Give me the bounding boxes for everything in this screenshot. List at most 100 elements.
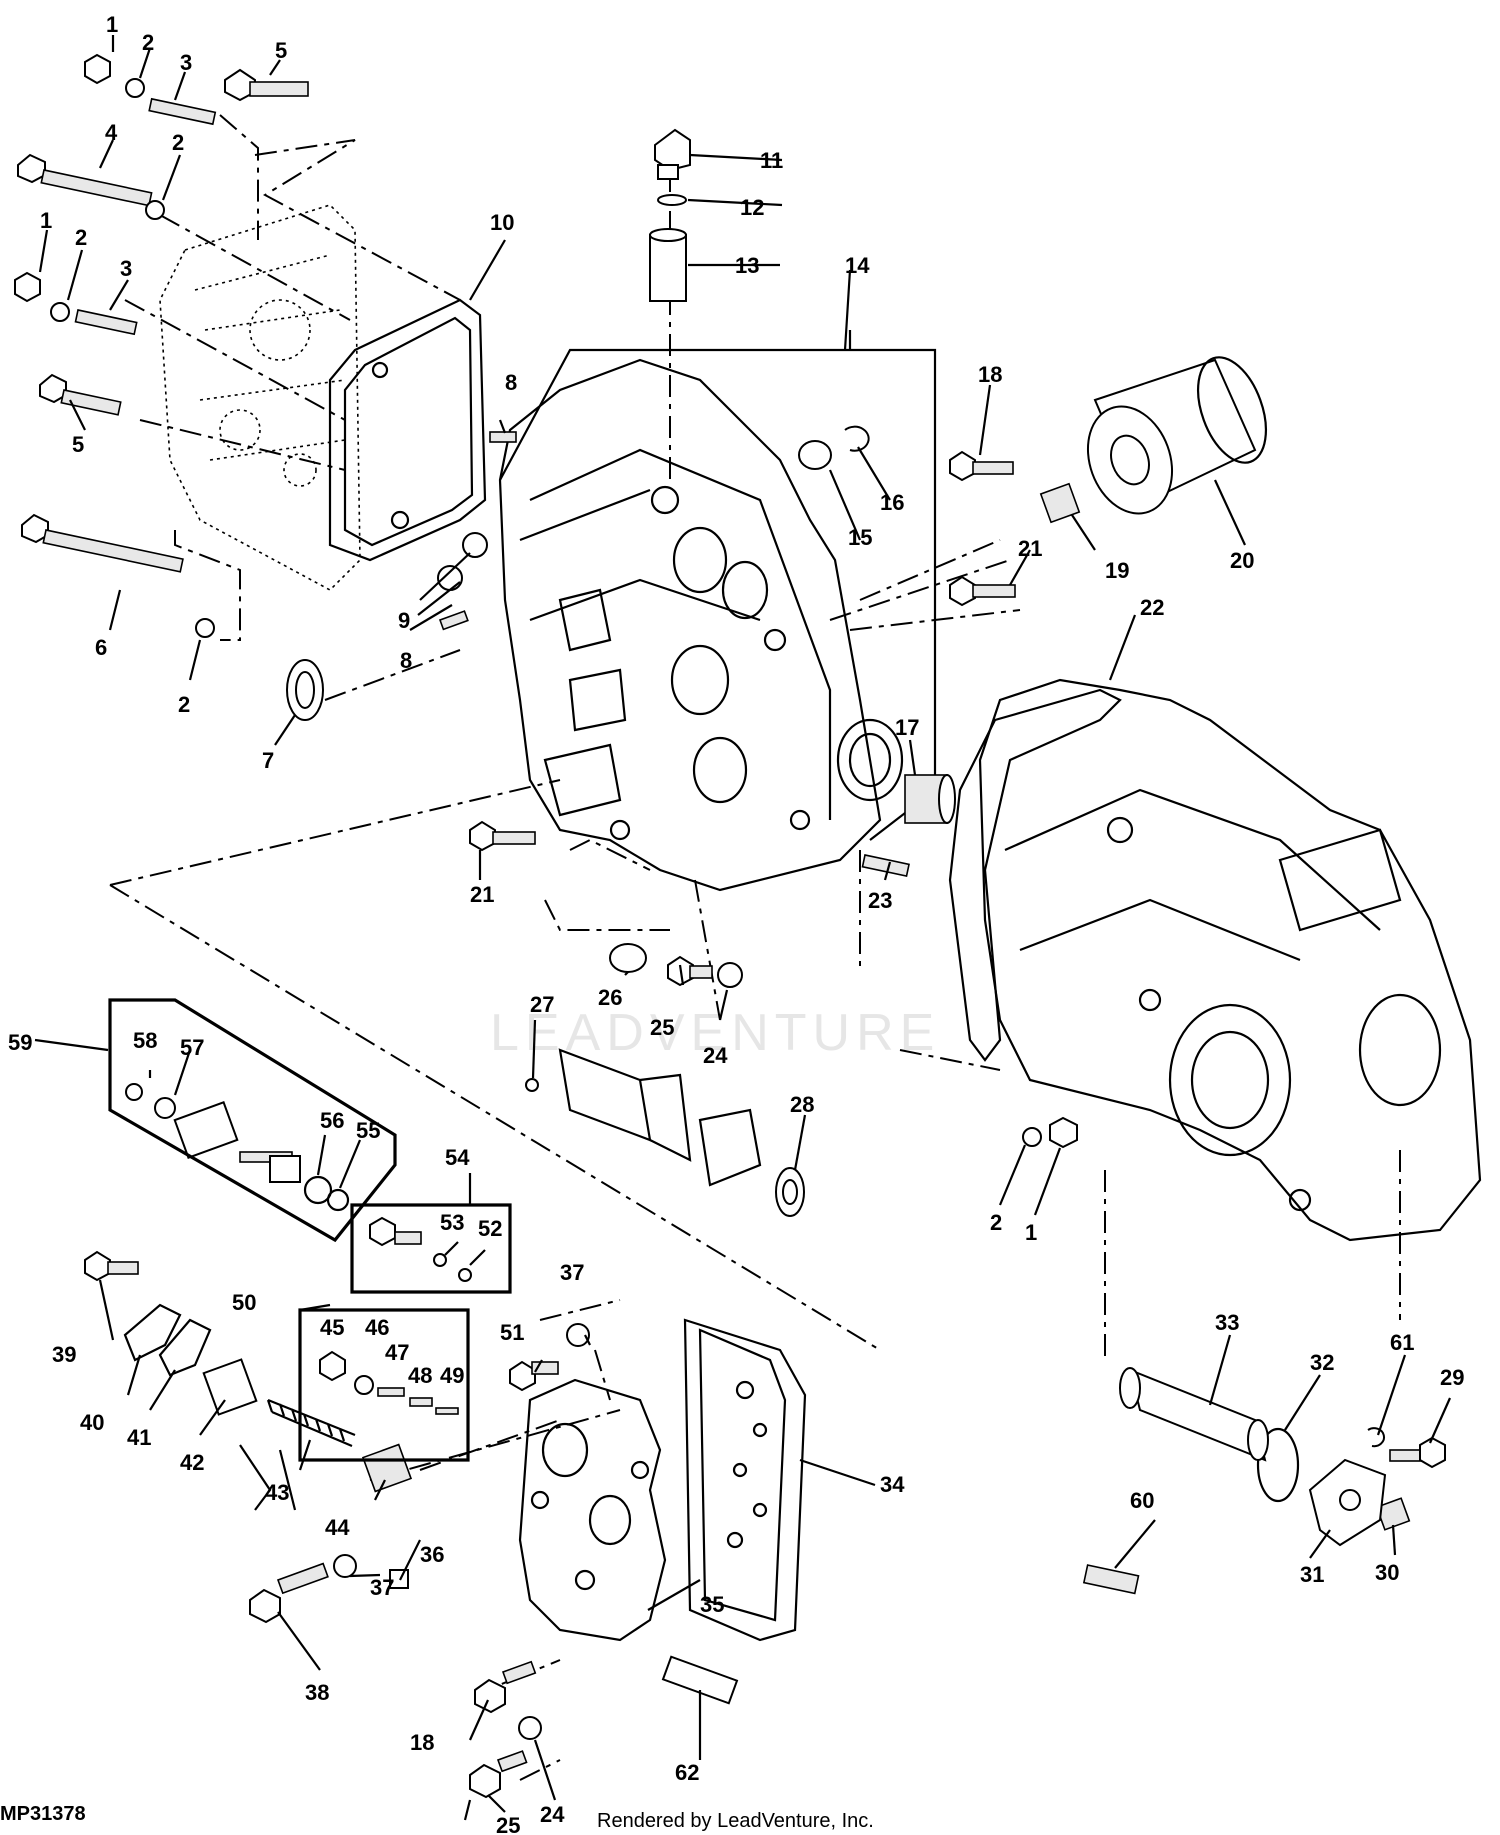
snap-ring-part-3 xyxy=(125,1083,143,1101)
valve-part xyxy=(394,1231,422,1245)
bolt-part-12 xyxy=(469,1750,528,1799)
ball-part xyxy=(433,1253,447,1267)
callout-54-box xyxy=(350,1203,512,1294)
callout-35: 35 xyxy=(700,1592,724,1617)
callout-50-box xyxy=(298,1308,470,1462)
dowel-pin-part-2 xyxy=(438,610,469,631)
oil-seal-part-2 xyxy=(775,1167,805,1217)
callout-51: 51 xyxy=(500,1320,524,1345)
rear-transmission-case-part xyxy=(978,678,1482,1242)
filter-nipple-part xyxy=(1039,482,1081,524)
plug-part-2 xyxy=(437,565,463,591)
plug-part xyxy=(462,532,488,558)
callout-19: 19 xyxy=(1105,558,1129,583)
callout-28: 28 xyxy=(790,1092,814,1117)
snap-ring-part xyxy=(844,425,870,452)
front-cover-part xyxy=(159,204,361,591)
callout-54: 54 xyxy=(445,1145,470,1170)
callout-2e: 2 xyxy=(990,1210,1002,1235)
lock-washer-part-3 xyxy=(50,302,70,322)
bolt-part-9 xyxy=(84,1250,139,1282)
callout-45: 45 xyxy=(320,1315,344,1340)
callout-13: 13 xyxy=(735,253,759,278)
callout-37b: 37 xyxy=(560,1260,584,1285)
lock-washer-part-4 xyxy=(195,618,215,638)
callout-50: 50 xyxy=(232,1290,256,1315)
callout-8: 8 xyxy=(400,648,412,673)
transmission-housing-part xyxy=(498,358,904,892)
callout-23: 23 xyxy=(868,888,892,913)
washer-part xyxy=(717,962,743,988)
callout-31: 31 xyxy=(1300,1562,1324,1587)
bolt-part-3 xyxy=(949,450,1014,482)
washer-part-3 xyxy=(566,1323,590,1347)
callout-1b: 1 xyxy=(40,208,52,233)
callout-61: 61 xyxy=(1390,1330,1414,1355)
callout-2c: 2 xyxy=(75,225,87,250)
callout-38: 38 xyxy=(305,1680,329,1705)
valve-body-part xyxy=(518,1378,667,1642)
callout-59: 59 xyxy=(8,1030,32,1055)
leader-lines xyxy=(34,35,1452,1821)
callout-2b: 2 xyxy=(172,130,184,155)
callout-5: 5 xyxy=(275,38,287,63)
nut-part-2 xyxy=(14,271,41,303)
valve-spool-part xyxy=(361,1443,413,1493)
seal-ring-part xyxy=(154,1097,176,1119)
o-ring-part-3 xyxy=(303,1175,333,1205)
callout-30: 30 xyxy=(1375,1560,1399,1585)
long-bolt-part xyxy=(17,153,153,207)
callout-26: 26 xyxy=(598,985,622,1010)
nut-part xyxy=(84,53,111,85)
callout-40: 40 xyxy=(80,1410,104,1435)
bolt-part-8 xyxy=(249,1562,329,1624)
callout-24: 24 xyxy=(703,1043,728,1068)
stud-part-2 xyxy=(74,309,138,336)
callout-57: 57 xyxy=(180,1035,204,1060)
callout-59-box xyxy=(108,998,397,1243)
callout-52: 52 xyxy=(478,1216,502,1241)
dowel-pin-part xyxy=(489,431,517,443)
sleeve-part xyxy=(202,1358,258,1416)
bushing-part xyxy=(798,440,832,470)
lock-washer-part-5 xyxy=(1022,1127,1042,1147)
piston-part xyxy=(173,1101,239,1159)
callout-3b: 3 xyxy=(120,256,132,281)
stud-part xyxy=(148,97,217,126)
rear-case-gasket-part xyxy=(948,688,1122,1062)
plug-part-6 xyxy=(319,1350,346,1382)
alignment-lines xyxy=(109,114,1401,1781)
callout-3: 3 xyxy=(180,50,192,75)
callout-42: 42 xyxy=(180,1450,204,1475)
bolt-part-2 xyxy=(39,373,122,416)
washer-part-4 xyxy=(354,1375,374,1395)
gasket-part-2 xyxy=(158,1318,212,1377)
pin-part-2 xyxy=(435,1407,459,1415)
bolt-part-7 xyxy=(1389,1436,1446,1469)
drawing-id: MP31378 xyxy=(0,1803,86,1825)
gasket-part xyxy=(328,298,487,562)
callout-49: 49 xyxy=(440,1363,464,1388)
callout-47: 47 xyxy=(385,1340,409,1365)
callout-24b: 24 xyxy=(540,1802,565,1827)
callout-labels: 1 2 3 5 4 2 1 2 3 5 6 2 7 9 8 8 10 11 12… xyxy=(8,12,1464,1835)
spring-part-3 xyxy=(458,1268,472,1282)
cap-part xyxy=(609,943,647,973)
callout-18: 18 xyxy=(978,362,1002,387)
callout-1: 1 xyxy=(106,12,118,37)
snap-ring-part-2 xyxy=(1367,1427,1386,1448)
pin-part xyxy=(409,1397,433,1407)
bolt-part-5 xyxy=(469,820,536,852)
valve-seat-part xyxy=(369,1216,396,1247)
callout-48: 48 xyxy=(408,1363,432,1388)
bolt-part xyxy=(224,68,309,102)
bolt-part-4 xyxy=(949,575,1016,607)
o-ring-part-4 xyxy=(326,1188,350,1212)
callout-25b: 25 xyxy=(496,1813,520,1835)
callout-11: 11 xyxy=(760,148,783,173)
callout-43: 43 xyxy=(265,1480,289,1505)
callout-21: 21 xyxy=(1018,536,1042,561)
adapter-part xyxy=(649,228,687,302)
piston-rod-part xyxy=(239,1151,301,1183)
callout-16: 16 xyxy=(880,490,904,515)
